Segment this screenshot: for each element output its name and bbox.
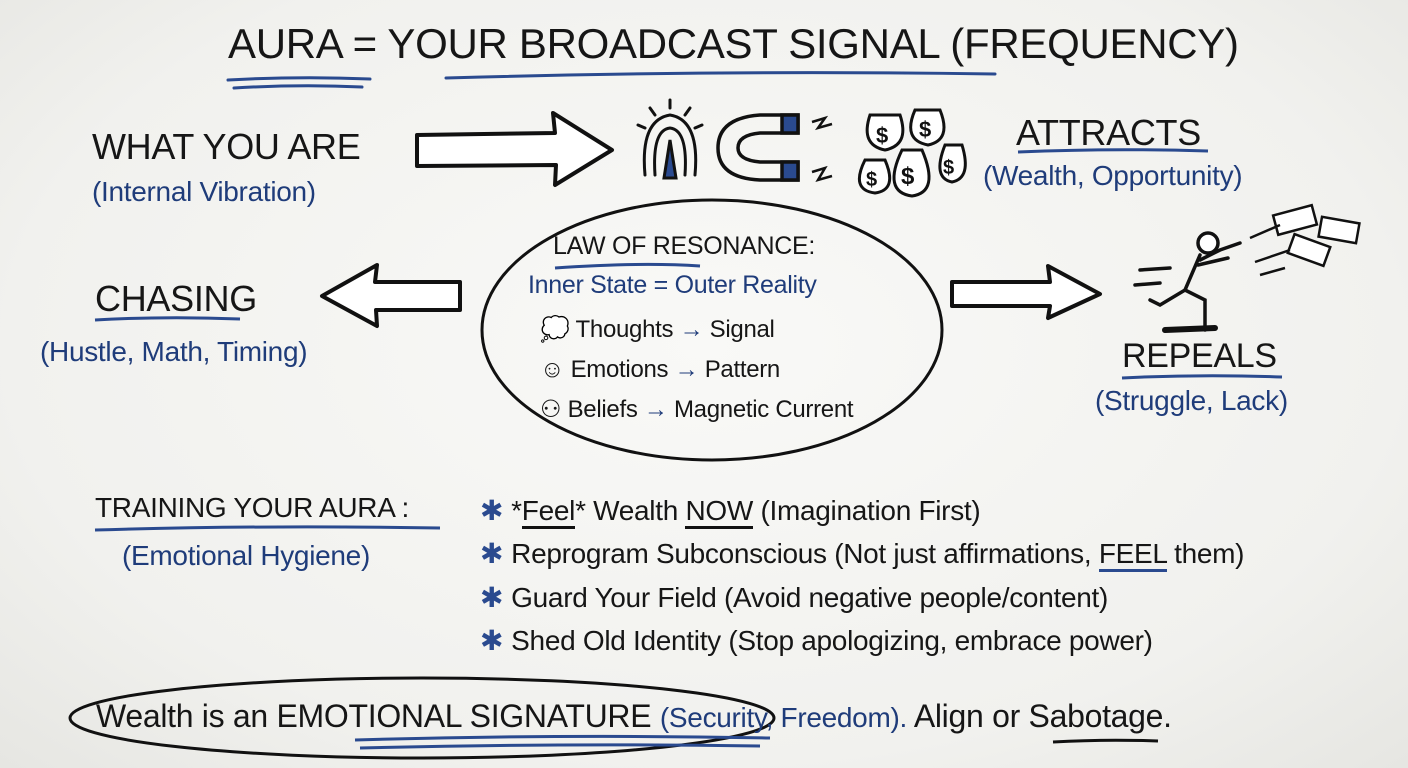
what-you-are-label: WHAT YOU ARE <box>92 126 361 167</box>
title-frequency: (FREQUENCY) <box>950 20 1239 67</box>
arrow-icon: → <box>643 396 668 423</box>
svg-text:$: $ <box>866 169 877 191</box>
title-signal: YOUR BROADCAST SIGNAL <box>387 20 939 67</box>
bullet-emphasis: NOW <box>685 495 753 529</box>
what-you-are-sub: (Internal Vibration) <box>92 176 316 207</box>
bullet-text: Reprogram Subconscious (Not just affirma… <box>511 538 1099 569</box>
asterisk-icon: ✱ <box>480 495 504 526</box>
svg-text:$: $ <box>901 163 915 190</box>
arrow-left-icon <box>320 263 462 328</box>
attracts-label: ATTRACTS <box>1016 112 1201 153</box>
footer-statement: Wealth is an EMOTIONAL SIGNATURE (Securi… <box>96 698 1172 735</box>
bullet-pre: * <box>511 495 522 526</box>
footer-text: or Sabotage. <box>983 698 1172 734</box>
title: AURA = YOUR BROADCAST SIGNAL (FREQUENCY) <box>228 20 1239 68</box>
smiley-icon: ☺ <box>540 356 565 383</box>
footer-parenthetical: (Security, Freedom). <box>659 702 907 733</box>
asterisk-icon: ✱ <box>480 625 504 656</box>
arrow-right-icon <box>415 111 614 187</box>
lightning-icon <box>811 115 833 183</box>
bullet-text: (Imagination First) <box>753 495 981 526</box>
svg-text:$: $ <box>943 157 954 179</box>
chasing-sub: (Hustle, Math, Timing) <box>40 336 308 367</box>
training-bullet: ✱Guard Your Field (Avoid negative people… <box>480 581 1108 614</box>
repeals-label: REPEALS <box>1122 337 1277 375</box>
training-bullet: ✱Reprogram Subconscious (Not just affirm… <box>480 537 1245 572</box>
arrow-icon: → <box>674 356 699 383</box>
asterisk-icon: ✱ <box>480 538 504 569</box>
footer-emphasis: EMOTIONAL SIGNATURE <box>276 698 652 734</box>
attracts-sub: (Wealth, Opportunity) <box>983 160 1243 191</box>
svg-text:$: $ <box>919 117 931 142</box>
law-item-to: Pattern <box>704 356 781 383</box>
arrow-icon: → <box>679 316 704 343</box>
thought-cloud-icon: 💭 <box>540 316 570 343</box>
bullet-text: Shed Old Identity (Stop apologizing, emb… <box>511 625 1153 656</box>
broadcast-antenna-icon <box>636 98 704 180</box>
bullet-emphasis: FEEL <box>1098 538 1167 572</box>
law-equation: Inner State = Outer Reality <box>528 271 817 299</box>
title-equals: = <box>352 20 378 67</box>
law-item-to: Signal <box>709 316 775 343</box>
training-sub: (Emotional Hygiene) <box>122 540 370 571</box>
asterisk-icon: ✱ <box>480 582 504 613</box>
training-bullet: ✱*Feel* Wealth NOW (Imagination First) <box>480 494 981 529</box>
bullet-emphasis: Feel <box>521 495 575 529</box>
bullet-text: them) <box>1166 538 1245 569</box>
resonance-ellipse <box>480 198 944 462</box>
flying-money-icon <box>1249 203 1361 277</box>
law-item-from: Emotions <box>570 356 669 383</box>
law-item: 💭 Thoughts → Signal <box>540 315 775 344</box>
brain-head-icon: ⚇ <box>540 396 562 423</box>
arrow-right-icon-2 <box>950 264 1102 320</box>
training-label: TRAINING YOUR AURA : <box>95 492 409 523</box>
repeals-sub: (Struggle, Lack) <box>1095 385 1288 416</box>
training-bullet: ✱Shed Old Identity (Stop apologizing, em… <box>480 624 1153 657</box>
chasing-label: CHASING <box>95 278 257 319</box>
footer-align: Align <box>913 698 984 734</box>
money-bags-icon: $ $ $ $ $ <box>857 108 967 198</box>
footer-ellipse <box>68 676 776 760</box>
law-item: ☺ Emotions → Pattern <box>540 356 780 384</box>
running-man-icon <box>1133 231 1242 333</box>
bullet-text: Guard Your Field (Avoid negative people/… <box>511 582 1109 613</box>
magnet-icon <box>716 113 800 182</box>
law-item-to: Magnetic Current <box>673 396 854 423</box>
law-item-from: Beliefs <box>567 396 638 423</box>
title-underlines <box>226 71 997 90</box>
svg-text:$: $ <box>876 123 888 148</box>
bullet-text: * Wealth <box>575 495 686 526</box>
footer-text: Wealth is an <box>96 698 277 734</box>
title-aura: AURA <box>228 20 342 67</box>
law-title: LAW OF RESONANCE: <box>553 232 816 260</box>
law-item: ⚇ Beliefs → Magnetic Current <box>540 395 854 424</box>
law-item-from: Thoughts <box>575 316 674 343</box>
